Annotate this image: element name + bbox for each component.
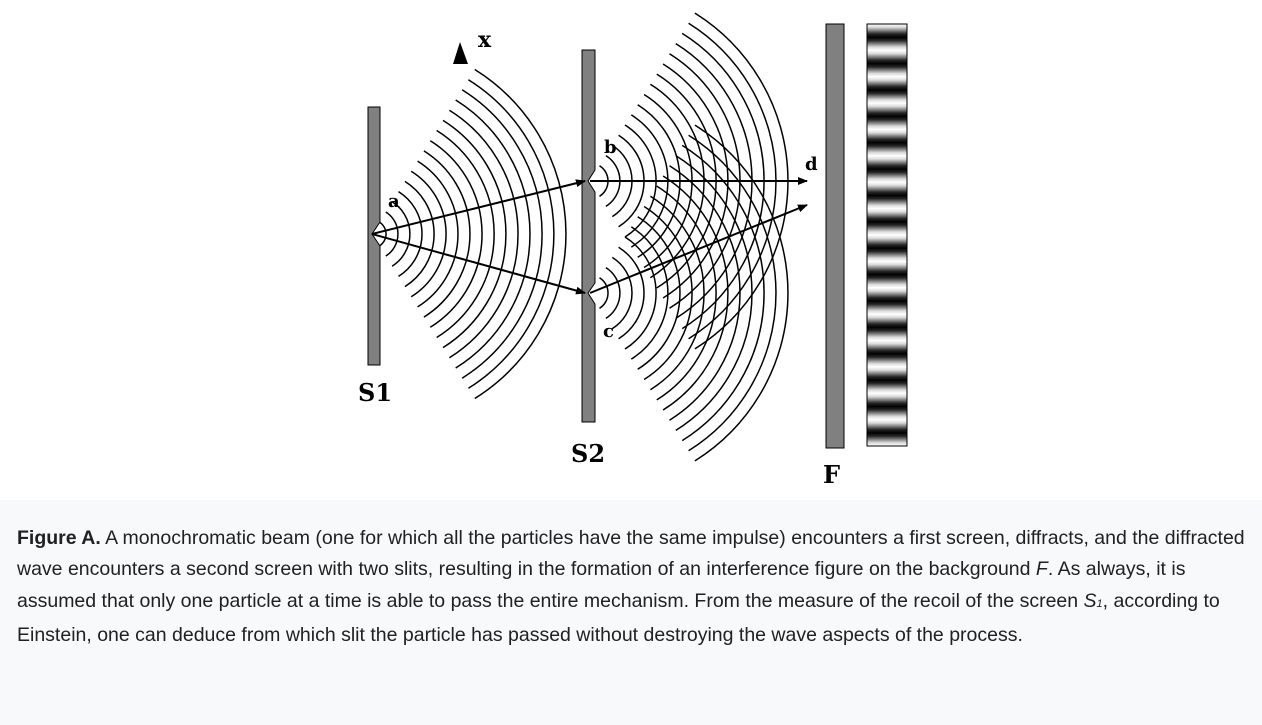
wavefront-arc (599, 277, 609, 309)
caption-subscript: 1 (1096, 597, 1103, 610)
wavefront-arc (605, 266, 621, 320)
x-axis-arrow-icon (453, 42, 468, 64)
wavefront-arc (643, 205, 693, 381)
wavefront-arc (436, 129, 495, 339)
wavefront-arc (675, 154, 753, 432)
figure-image: x a b c d S1 S2 F (0, 12, 1262, 501)
wavefront-arc (391, 201, 411, 267)
wavefront-arc (611, 256, 633, 330)
wavefront-arc (650, 195, 705, 391)
wavefront-arc (618, 246, 645, 340)
wavefront-arc (378, 221, 387, 247)
figure-caption: Figure A. A monochromatic beam (one for … (0, 500, 1262, 725)
wavefront-arc (468, 79, 555, 389)
label-a: a (388, 191, 400, 212)
double-slit-diagram: x a b c d S1 S2 F (358, 12, 908, 489)
waves-from-slit-c (599, 124, 789, 462)
screen-s2 (581, 49, 596, 423)
wavefront-arc (681, 144, 765, 442)
wavefront-arc (449, 109, 519, 359)
arrow-c-to-d (589, 204, 808, 294)
label-x: x (478, 27, 492, 53)
caption-heading: Figure A. (17, 527, 101, 549)
arrow-a-to-c (371, 233, 586, 295)
label-b: b (604, 137, 617, 158)
caption-italic-f: F (1035, 558, 1048, 581)
wavefront-arc (656, 185, 717, 401)
wavefront-arc (662, 175, 729, 411)
wavefront-arc (694, 124, 789, 462)
wavefront-arc (442, 119, 507, 349)
caption-text-part1: A monochromatic beam (one for which all … (17, 527, 1245, 581)
waves-from-slit-a (378, 68, 567, 400)
caption-italic-s: S (1083, 589, 1097, 612)
arrow-a-to-b (371, 179, 586, 235)
wavefront-arc (417, 160, 459, 308)
wavefront-arc (404, 180, 435, 288)
wavefront-arc (637, 216, 681, 370)
interference-pattern (866, 23, 908, 447)
label-d: d (805, 154, 818, 175)
wavefront-arc (398, 190, 423, 278)
wavefront-arc (455, 99, 531, 369)
label-s1: S1 (358, 378, 392, 407)
caption-text-part3: , according to Einstein, one can deduce … (17, 589, 1220, 647)
wavefront-arc (410, 170, 447, 298)
wavefront-arc (630, 226, 669, 360)
wavefront-arc (385, 211, 399, 257)
wavefront-arc (474, 68, 567, 400)
label-c: c (603, 321, 614, 342)
screen-f (825, 23, 845, 449)
caption-text-part2: . As always, it is assumed that only one… (17, 558, 1186, 612)
label-s2: S2 (571, 439, 605, 468)
wavefront-arc (423, 150, 471, 318)
label-f: F (823, 460, 840, 489)
wavefront-arc (429, 140, 483, 328)
wavefront-arc (624, 236, 657, 350)
wavefront-arc (688, 134, 777, 452)
fringe-bands (866, 23, 908, 447)
wavefront-arc (669, 165, 741, 421)
screen-s1 (367, 106, 381, 366)
wavefront-arc (461, 89, 543, 379)
